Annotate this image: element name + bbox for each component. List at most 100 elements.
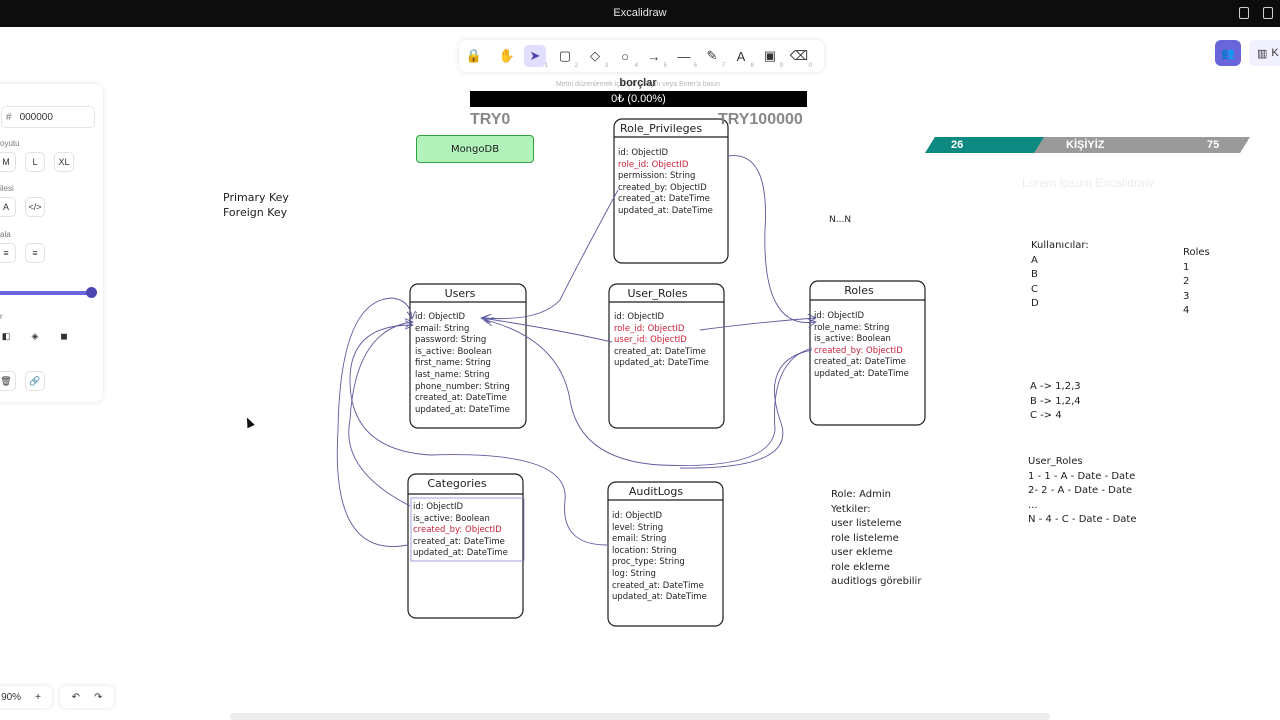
table-field: is_active: Boolean: [413, 513, 490, 524]
table-field: created_at: DateTime: [618, 194, 710, 205]
shortcut-key: 6: [693, 63, 697, 69]
lock-icon: 🔒: [465, 48, 483, 63]
arrow-roleprivileges-to-users: [484, 189, 619, 319]
table-field: email: String: [415, 323, 470, 334]
selection-icon: ➤: [529, 48, 541, 63]
edit-hint: Metni düzenlemek için çift tıklayın veya…: [556, 81, 720, 88]
roles-title[interactable]: Roles: [844, 284, 874, 297]
link-icon[interactable]: 🔗: [25, 371, 45, 391]
role-privileges-title[interactable]: Role_Privileges: [619, 122, 703, 135]
note-line: 3: [1183, 290, 1190, 302]
table-field: is_active: Boolean: [814, 334, 891, 345]
history-controls: ↶ ↷: [60, 686, 114, 708]
table-field: created_by: ObjectID: [814, 345, 903, 356]
size-l-button[interactable]: L: [25, 152, 45, 172]
note-line: 1: [1183, 261, 1190, 273]
lock-tool[interactable]: 🔒: [463, 45, 485, 67]
table-field: created_at: DateTime: [413, 536, 505, 547]
arrow-roles-to-users: [486, 320, 813, 466]
ellipse-icon: ○: [621, 48, 629, 64]
undo-button[interactable]: ↶: [71, 691, 80, 703]
arrow-tool[interactable]: →5: [643, 45, 668, 70]
delete-icon[interactable]: 🗑: [0, 371, 16, 391]
font-hand-button[interactable]: A: [0, 197, 16, 217]
diamond-tool[interactable]: ◇3: [584, 45, 608, 69]
library-button[interactable]: ▥K: [1249, 40, 1280, 66]
zoom-in-button[interactable]: +: [35, 691, 41, 703]
note-line: Kullanıcılar:: [1031, 240, 1089, 251]
ellipse-tool[interactable]: ○4: [614, 45, 638, 70]
font-code-button[interactable]: </>: [25, 197, 45, 217]
bring-front-button[interactable]: ◼: [54, 326, 74, 346]
redo-button[interactable]: ↷: [94, 691, 103, 703]
faded-canvas-text: Lorem İpsum Excalidraw: [1022, 176, 1154, 190]
translate-icon[interactable]: [1239, 7, 1249, 19]
table-field: id: ObjectID: [612, 511, 663, 521]
mongodb-box[interactable]: MongoDB: [416, 135, 534, 163]
shortcut-key: 1: [544, 63, 548, 69]
window-title: Excalidraw: [613, 7, 667, 19]
stroke-color-hex-input[interactable]: #000000: [1, 106, 95, 128]
arrow-icon: →: [647, 48, 661, 64]
align-right-button[interactable]: ≡: [25, 243, 45, 263]
zoom-controls: 90% +: [0, 686, 52, 708]
opacity-slider-handle[interactable]: [86, 287, 97, 298]
document-icon[interactable]: [1263, 7, 1273, 19]
zoom-level[interactable]: 90%: [1, 691, 22, 703]
shortcut-key: 2: [574, 63, 578, 69]
arrow-userroles-to-roles: [699, 318, 815, 331]
hex-value: 000000: [19, 112, 53, 123]
selection-tool[interactable]: ➤1: [524, 45, 548, 69]
rectangle-tool[interactable]: ▢2: [554, 45, 578, 69]
arrow-userroles-to-users: [482, 318, 613, 343]
table-field: created_at: DateTime: [612, 580, 704, 591]
line-tool[interactable]: —6: [673, 45, 698, 70]
users-title[interactable]: Users: [444, 287, 476, 300]
auditlogs-title[interactable]: AuditLogs: [628, 485, 684, 498]
note-line: D: [1031, 298, 1039, 309]
opacity-slider-track[interactable]: [0, 291, 92, 295]
draw-tool[interactable]: ✎7: [701, 45, 725, 69]
nn-label[interactable]: N...N: [829, 215, 852, 225]
image-tool[interactable]: ▣9: [759, 45, 783, 69]
note-line: Role: Admin: [831, 489, 891, 500]
table-field: created_at: DateTime: [614, 346, 706, 357]
draw-icon: ✎: [706, 48, 718, 63]
shortcut-key: 9: [779, 63, 783, 69]
categories-title[interactable]: Categories: [427, 477, 487, 490]
table-field: updated_at: DateTime: [612, 592, 707, 603]
align-center-button[interactable]: ≡: [0, 243, 16, 263]
note-line: C: [1031, 283, 1038, 295]
shortcut-key: 5: [663, 63, 667, 69]
eraser-tool[interactable]: ⌫0: [788, 45, 812, 69]
hand-tool[interactable]: ✋: [496, 45, 518, 67]
note-line: user listeleme: [831, 518, 902, 529]
size-xl-button[interactable]: XL: [54, 152, 74, 172]
collaborate-button[interactable]: 👥: [1215, 40, 1241, 66]
table-field: email: String: [612, 534, 667, 545]
note-line: C -> 4: [1030, 410, 1062, 421]
bring-forward-button[interactable]: ◈: [25, 326, 45, 346]
send-back-button[interactable]: ◧: [0, 326, 16, 346]
arrow-users-loop: [336, 297, 412, 547]
user-roles-title[interactable]: User_Roles: [627, 287, 688, 300]
size-m-button[interactable]: M: [0, 152, 16, 172]
note-line: A: [1031, 254, 1038, 266]
table-field: id: ObjectID: [618, 148, 669, 158]
categories-box: [407, 473, 524, 619]
